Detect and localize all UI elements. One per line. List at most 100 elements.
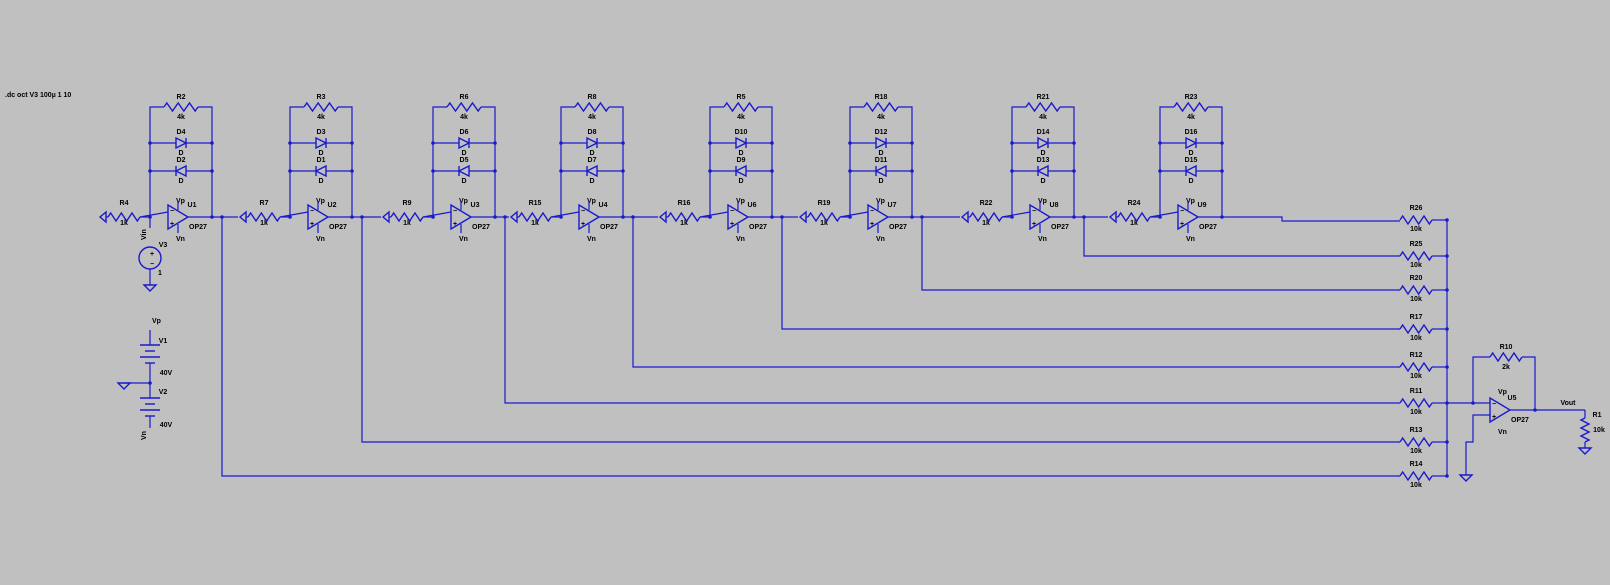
- resistor-r20-value: 10k: [1410, 296, 1422, 303]
- svg-text:+: +: [453, 221, 457, 228]
- svg-text:+: +: [1032, 221, 1036, 228]
- svg-text:Vn: Vn: [1038, 236, 1047, 243]
- opamp-u7-label: U7: [888, 202, 897, 209]
- resistor-r7-value: 1k: [260, 220, 268, 227]
- diode-d7-model: D: [589, 178, 594, 185]
- svg-text:Vp: Vp: [316, 198, 325, 205]
- resistor-r15-value: 1k: [531, 220, 539, 227]
- diode-d10-label: D10: [735, 129, 748, 136]
- source-v1-label: V1: [159, 338, 168, 345]
- opamp-u5-model: OP27: [1511, 417, 1529, 424]
- resistor-r9-value: 1k: [403, 220, 411, 227]
- opamp-u2-model: OP27: [329, 224, 347, 231]
- svg-text:Vn: Vn: [876, 236, 885, 243]
- source-v3-label: V3: [159, 242, 168, 249]
- svg-text:+: +: [310, 221, 314, 228]
- resistor-r6-value: 4k: [460, 114, 468, 121]
- svg-text:Vn: Vn: [141, 431, 148, 440]
- opamp-u8-model: OP27: [1051, 224, 1069, 231]
- svg-text:−: −: [730, 208, 734, 215]
- diode-d16-label: D16: [1185, 129, 1198, 136]
- diode-d1-label: D1: [317, 157, 326, 164]
- resistor-r11-value: 10k: [1410, 409, 1422, 416]
- svg-text:Vp: Vp: [587, 198, 596, 205]
- summing-r11[interactable]: R11 10k: [1399, 388, 1449, 416]
- resistor-r11-label: R11: [1410, 388, 1423, 395]
- resistor-r10-value: 2k: [1502, 364, 1510, 371]
- resistor-r1-value: 10k: [1593, 427, 1605, 434]
- resistor-r5-value: 4k: [737, 114, 745, 121]
- resistor-r12-value: 10k: [1410, 373, 1422, 380]
- spice-directive[interactable]: .dc oct V3 100µ 1 10: [5, 92, 71, 99]
- diode-d3-label: D3: [317, 129, 326, 136]
- resistor-r3-value: 4k: [317, 114, 325, 121]
- diode-d13-label: D13: [1037, 157, 1050, 164]
- resistor-r4-value: 1k: [120, 220, 128, 227]
- svg-text:+: +: [1180, 221, 1184, 228]
- opamp-u8-label: U8: [1050, 202, 1059, 209]
- source-v3[interactable]: Vin+−V31: [138, 217, 168, 292]
- opamp-u1-model: OP27: [189, 224, 207, 231]
- diode-d15-model: D: [1188, 178, 1193, 185]
- svg-text:+: +: [581, 221, 585, 228]
- resistor-r21-label: R21: [1037, 94, 1050, 101]
- svg-text:+: +: [150, 251, 154, 258]
- summing-r12[interactable]: R12 10k: [1399, 352, 1449, 380]
- svg-text:Vn: Vn: [587, 236, 596, 243]
- diode-d14-label: D14: [1037, 129, 1050, 136]
- diode-d5-model: D: [461, 178, 466, 185]
- resistor-r16-value: 1k: [680, 220, 688, 227]
- diode-d9-model: D: [738, 178, 743, 185]
- svg-text:Vp: Vp: [1186, 198, 1195, 205]
- resistor-r26-value: 10k: [1410, 226, 1422, 233]
- resistor-r2-label: R2: [177, 94, 186, 101]
- resistor-r24-value: 1k: [1130, 220, 1138, 227]
- summing-r20[interactable]: R20 10k: [1399, 275, 1449, 303]
- svg-text:Vp: Vp: [152, 318, 161, 325]
- svg-text:Vn: Vn: [1498, 429, 1507, 436]
- resistor-r8-label: R8: [588, 94, 597, 101]
- resistor-r26-label: R26: [1410, 205, 1423, 212]
- source-v2-label: V2: [159, 389, 168, 396]
- resistor-r22-value: 1k: [982, 220, 990, 227]
- svg-text:+: +: [170, 221, 174, 228]
- svg-text:−: −: [1492, 401, 1496, 408]
- svg-text:−: −: [1180, 208, 1184, 215]
- svg-text:Vp: Vp: [876, 198, 885, 205]
- resistor-r22-label: R22: [980, 200, 993, 207]
- diode-d5-label: D5: [460, 157, 469, 164]
- opamp-u3-model: OP27: [472, 224, 490, 231]
- resistor-r4-label: R4: [120, 200, 129, 207]
- diode-d1-model: D: [318, 178, 323, 185]
- resistor-r12-label: R12: [1410, 352, 1423, 359]
- resistor-r15-label: R15: [529, 200, 542, 207]
- resistor-r13-value: 10k: [1410, 448, 1422, 455]
- summing-r26[interactable]: R26 10k: [1399, 205, 1449, 233]
- source-v3-value: 1: [158, 270, 162, 277]
- resistor-r14-label: R14: [1410, 461, 1423, 468]
- resistor-r3-label: R3: [317, 94, 326, 101]
- net-vout-label: Vout: [1560, 400, 1576, 407]
- svg-text:Vn: Vn: [176, 236, 185, 243]
- resistor-r19-value: 1k: [820, 220, 828, 227]
- resistor-r17-value: 10k: [1410, 335, 1422, 342]
- resistor-r20-label: R20: [1410, 275, 1423, 282]
- diode-d10-model: D: [738, 150, 743, 157]
- diode-d15-label: D15: [1185, 157, 1198, 164]
- diode-d14-model: D: [1040, 150, 1045, 157]
- resistor-r1-label: R1: [1593, 412, 1602, 419]
